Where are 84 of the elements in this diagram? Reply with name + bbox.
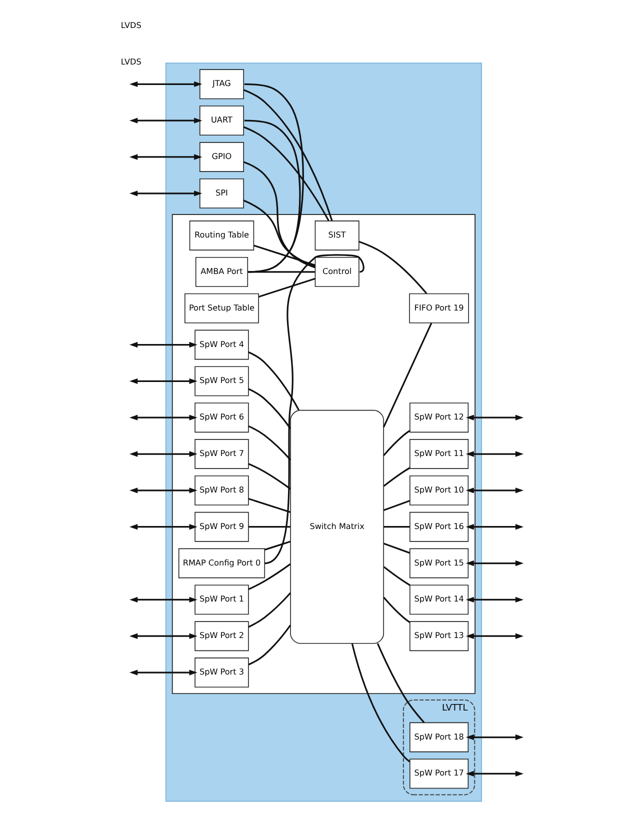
connector — [383, 566, 410, 586]
arrow — [466, 414, 524, 420]
connector — [243, 200, 316, 268]
arrow — [130, 154, 202, 160]
node-box: JTAG — [199, 69, 244, 100]
connector — [243, 89, 333, 222]
node-box: FIFO Port 19 — [409, 293, 469, 324]
arrow — [466, 451, 524, 457]
connector — [248, 563, 291, 590]
arrow — [466, 770, 524, 777]
connector — [384, 526, 410, 528]
connector — [383, 596, 410, 623]
arrow — [466, 734, 524, 740]
connector — [376, 643, 425, 724]
arrow — [130, 596, 198, 603]
node-box: SpW Port 14 — [410, 584, 469, 615]
arrow — [466, 524, 524, 530]
connector — [383, 467, 410, 487]
label: LVDS — [120, 56, 142, 66]
node-box: Switch Matrix — [290, 410, 384, 644]
connector — [351, 643, 410, 762]
connector — [382, 322, 432, 428]
connector — [248, 526, 290, 528]
node-box: SpW Port 2 — [194, 621, 249, 652]
node-box: RMAP Config Port 0 — [178, 548, 266, 578]
connector — [244, 83, 304, 273]
connector — [248, 624, 292, 666]
node-box: SpW Port 1 — [194, 584, 249, 615]
node-box: SpW Port 9 — [194, 512, 249, 542]
connector — [243, 161, 316, 268]
connector — [248, 592, 292, 628]
node-box: SpW Port 15 — [410, 548, 469, 578]
arrow — [466, 488, 524, 494]
connector — [248, 388, 292, 429]
node-box: UART — [199, 106, 244, 136]
node-box: SpW Port 6 — [194, 402, 249, 433]
arrow — [466, 560, 524, 566]
connector — [254, 244, 316, 266]
node-box: SpW Port 3 — [194, 658, 249, 688]
node-box: Port Setup Table — [184, 293, 259, 324]
node-box: SpW Port 7 — [194, 439, 249, 469]
connector — [383, 542, 410, 554]
node-box: Routing Table — [189, 220, 254, 250]
node-box: SpW Port 5 — [194, 366, 249, 396]
node-box: SpW Port 16 — [410, 512, 469, 542]
node-box: SpW Port 4 — [194, 330, 249, 360]
arrow — [130, 378, 198, 384]
label: LVDS — [120, 20, 142, 30]
connector — [383, 430, 410, 456]
connector — [358, 240, 428, 294]
connector — [248, 351, 300, 411]
arrow — [466, 596, 524, 603]
node-box: SpW Port 8 — [194, 475, 249, 506]
arrow — [130, 524, 198, 530]
node-box: SpW Port 17 — [410, 758, 469, 789]
arrow — [466, 633, 524, 639]
node-box: SIST — [314, 220, 360, 250]
arrow — [130, 414, 198, 420]
cluster — [165, 62, 482, 802]
arrow — [130, 118, 202, 124]
node-box: Control — [314, 256, 360, 287]
node-box: AMBA Port — [195, 256, 248, 287]
connector — [248, 498, 291, 513]
node-box: SpW Port 10 — [410, 475, 469, 506]
connector — [243, 126, 330, 222]
connector — [248, 271, 315, 273]
connector — [383, 500, 410, 511]
connector — [248, 425, 292, 460]
node-box: SPI — [199, 178, 244, 208]
arrow — [130, 488, 198, 494]
node-box: SpW Port 12 — [410, 402, 469, 433]
arrow — [130, 342, 198, 348]
connector — [248, 463, 291, 490]
arrow — [130, 190, 202, 196]
node-box: SpW Port 11 — [410, 439, 469, 469]
arrow — [130, 670, 198, 676]
arrow — [130, 633, 198, 639]
node-box: SpW Port 13 — [410, 621, 469, 652]
arrow — [130, 451, 198, 457]
node-box: GPIO — [199, 142, 244, 172]
connector — [258, 278, 316, 298]
node-box: SpW Port 18 — [410, 722, 469, 752]
arrow — [130, 81, 202, 87]
connector — [264, 540, 291, 550]
